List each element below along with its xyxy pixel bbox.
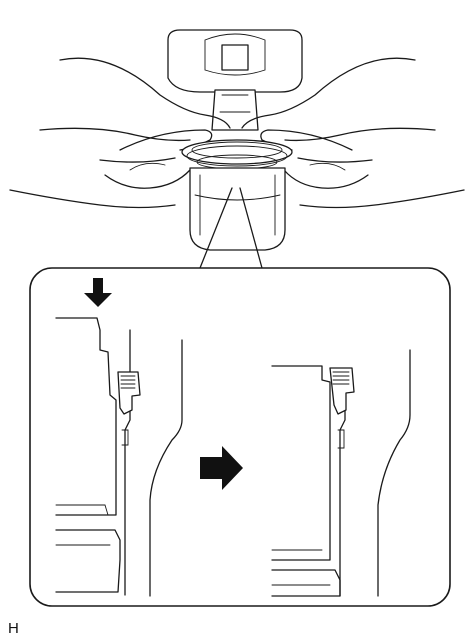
callout-leader (199, 187, 263, 269)
overview-illustration (9, 29, 465, 251)
detail-callout-box (29, 267, 451, 607)
arrow-right-icon (200, 446, 243, 490)
figure-label: H (8, 620, 19, 637)
detail-after-install (271, 349, 411, 597)
detail-before-install (55, 317, 183, 597)
arrow-down-icon (84, 278, 112, 307)
